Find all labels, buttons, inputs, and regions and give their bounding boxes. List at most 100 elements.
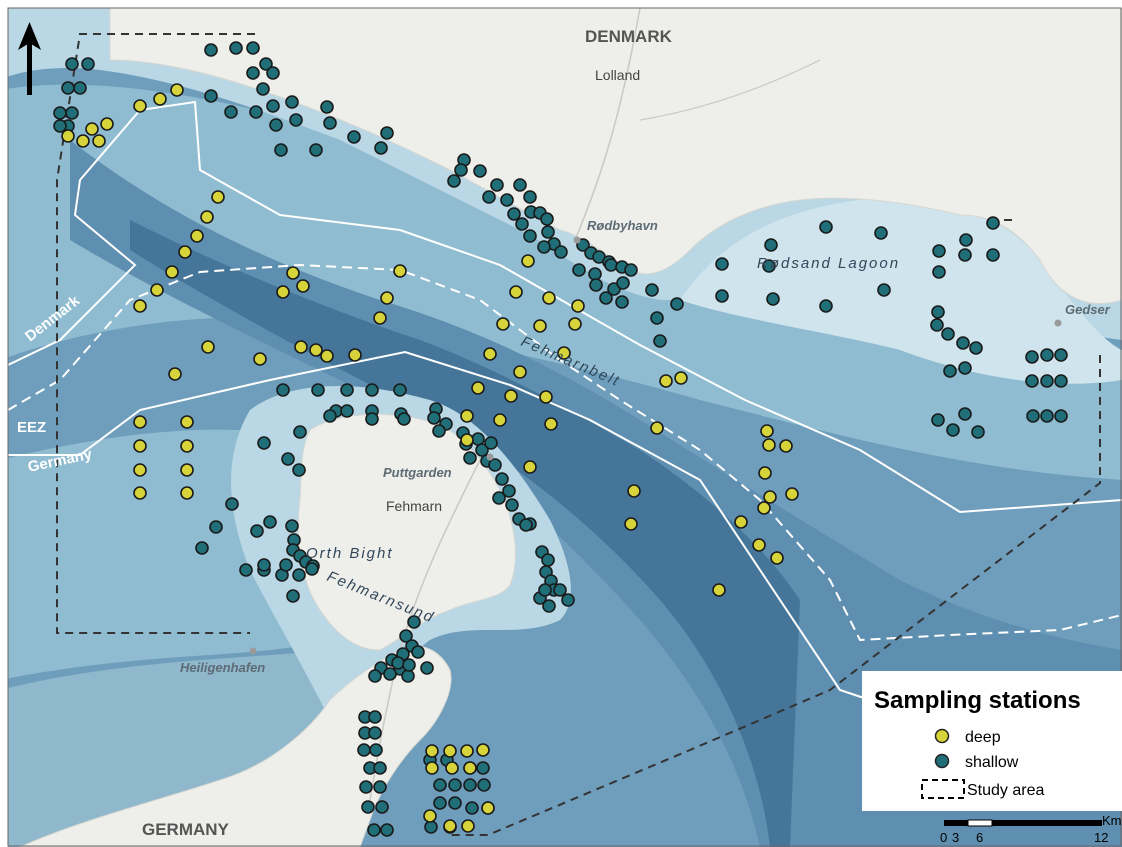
- station-shallow[interactable]: [715, 289, 729, 303]
- station-shallow[interactable]: [762, 259, 776, 273]
- station-shallow[interactable]: [766, 292, 780, 306]
- station-deep[interactable]: [496, 317, 510, 331]
- station-shallow[interactable]: [507, 207, 521, 221]
- station-shallow[interactable]: [1040, 348, 1054, 362]
- station-shallow[interactable]: [427, 411, 441, 425]
- station-deep[interactable]: [190, 229, 204, 243]
- station-shallow[interactable]: [309, 143, 323, 157]
- station-deep[interactable]: [373, 311, 387, 325]
- station-shallow[interactable]: [246, 41, 260, 55]
- station-deep[interactable]: [460, 433, 474, 447]
- station-shallow[interactable]: [484, 436, 498, 450]
- station-deep[interactable]: [493, 413, 507, 427]
- station-deep[interactable]: [201, 340, 215, 354]
- station-shallow[interactable]: [401, 669, 415, 683]
- station-shallow[interactable]: [276, 383, 290, 397]
- station-deep[interactable]: [734, 515, 748, 529]
- station-shallow[interactable]: [340, 383, 354, 397]
- station-deep[interactable]: [752, 538, 766, 552]
- station-shallow[interactable]: [505, 498, 519, 512]
- station-deep[interactable]: [348, 348, 362, 362]
- station-shallow[interactable]: [932, 244, 946, 258]
- station-shallow[interactable]: [538, 583, 552, 597]
- station-deep[interactable]: [180, 463, 194, 477]
- station-shallow[interactable]: [492, 491, 506, 505]
- station-shallow[interactable]: [471, 432, 485, 446]
- station-shallow[interactable]: [1025, 374, 1039, 388]
- station-shallow[interactable]: [645, 283, 659, 297]
- station-shallow[interactable]: [263, 515, 277, 529]
- station-deep[interactable]: [471, 381, 485, 395]
- station-deep[interactable]: [770, 551, 784, 565]
- station-shallow[interactable]: [292, 568, 306, 582]
- station-deep[interactable]: [542, 291, 556, 305]
- station-shallow[interactable]: [368, 726, 382, 740]
- station-shallow[interactable]: [454, 163, 468, 177]
- station-shallow[interactable]: [477, 778, 491, 792]
- station-shallow[interactable]: [347, 130, 361, 144]
- station-shallow[interactable]: [433, 796, 447, 810]
- station-deep[interactable]: [504, 389, 518, 403]
- station-shallow[interactable]: [286, 589, 300, 603]
- station-deep[interactable]: [483, 347, 497, 361]
- station-deep[interactable]: [533, 319, 547, 333]
- station-shallow[interactable]: [257, 558, 271, 572]
- station-shallow[interactable]: [476, 761, 490, 775]
- station-shallow[interactable]: [411, 645, 425, 659]
- station-shallow[interactable]: [393, 383, 407, 397]
- station-shallow[interactable]: [946, 423, 960, 437]
- station-shallow[interactable]: [256, 82, 270, 96]
- station-deep[interactable]: [425, 761, 439, 775]
- station-shallow[interactable]: [266, 99, 280, 113]
- station-deep[interactable]: [133, 415, 147, 429]
- station-shallow[interactable]: [956, 336, 970, 350]
- station-shallow[interactable]: [365, 383, 379, 397]
- station-shallow[interactable]: [764, 238, 778, 252]
- station-deep[interactable]: [276, 285, 290, 299]
- station-deep[interactable]: [460, 744, 474, 758]
- station-shallow[interactable]: [195, 541, 209, 555]
- station-deep[interactable]: [85, 122, 99, 136]
- station-shallow[interactable]: [204, 89, 218, 103]
- station-shallow[interactable]: [257, 436, 271, 450]
- station-shallow[interactable]: [340, 404, 354, 418]
- station-shallow[interactable]: [513, 178, 527, 192]
- station-deep[interactable]: [425, 744, 439, 758]
- station-shallow[interactable]: [367, 823, 381, 837]
- station-shallow[interactable]: [554, 245, 568, 259]
- station-deep[interactable]: [445, 761, 459, 775]
- station-deep[interactable]: [380, 291, 394, 305]
- station-deep[interactable]: [509, 285, 523, 299]
- station-deep[interactable]: [286, 266, 300, 280]
- station-deep[interactable]: [393, 264, 407, 278]
- station-deep[interactable]: [712, 583, 726, 597]
- station-shallow[interactable]: [473, 164, 487, 178]
- station-deep[interactable]: [758, 466, 772, 480]
- station-shallow[interactable]: [931, 305, 945, 319]
- station-shallow[interactable]: [357, 743, 371, 757]
- station-shallow[interactable]: [542, 599, 556, 613]
- station-shallow[interactable]: [475, 443, 489, 457]
- station-shallow[interactable]: [1026, 409, 1040, 423]
- station-shallow[interactable]: [604, 258, 618, 272]
- station-deep[interactable]: [296, 279, 310, 293]
- station-deep[interactable]: [153, 92, 167, 106]
- station-deep[interactable]: [178, 245, 192, 259]
- station-shallow[interactable]: [448, 796, 462, 810]
- station-shallow[interactable]: [1054, 409, 1068, 423]
- station-deep[interactable]: [309, 343, 323, 357]
- station-shallow[interactable]: [523, 190, 537, 204]
- station-shallow[interactable]: [269, 118, 283, 132]
- station-deep[interactable]: [762, 438, 776, 452]
- station-shallow[interactable]: [541, 553, 555, 567]
- station-shallow[interactable]: [433, 778, 447, 792]
- station-deep[interactable]: [539, 390, 553, 404]
- station-shallow[interactable]: [943, 364, 957, 378]
- station-deep[interactable]: [165, 265, 179, 279]
- station-shallow[interactable]: [259, 57, 273, 71]
- station-deep[interactable]: [460, 409, 474, 423]
- station-shallow[interactable]: [374, 141, 388, 155]
- station-shallow[interactable]: [204, 43, 218, 57]
- station-shallow[interactable]: [616, 276, 630, 290]
- station-shallow[interactable]: [229, 41, 243, 55]
